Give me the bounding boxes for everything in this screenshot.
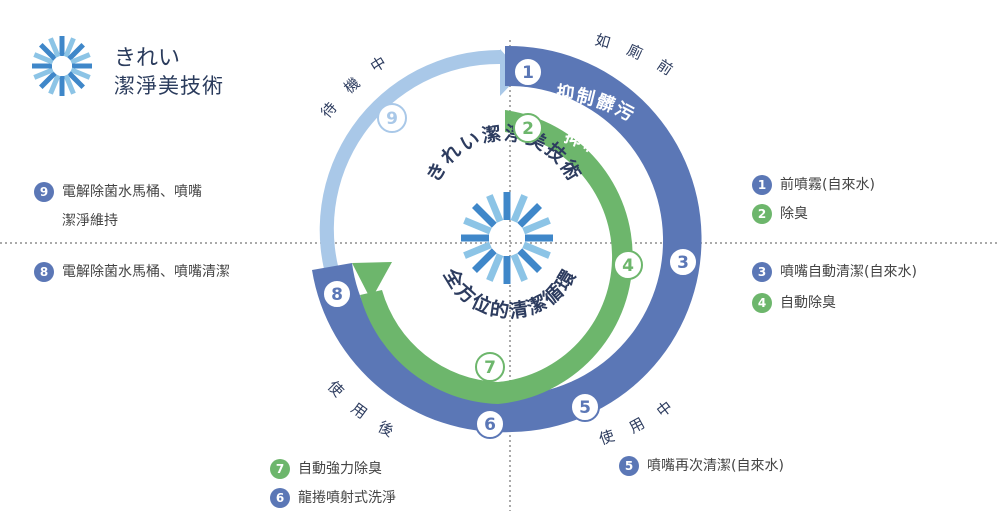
ring-step-badges: 1 2 3 4 5 6 7 8 9 xyxy=(322,57,698,439)
ring-badge-number: 3 xyxy=(677,253,689,273)
ring-badge-7: 7 xyxy=(475,352,505,382)
legend-badge-8: 8 xyxy=(34,262,54,282)
ring-badge-number: 6 xyxy=(484,415,496,435)
brand-sunburst-ray xyxy=(33,52,54,65)
center-sunburst-ray xyxy=(486,194,504,223)
center-sunburst-ray xyxy=(471,248,497,274)
center-sunburst-ray xyxy=(517,202,543,228)
center-sunburst-ray xyxy=(517,248,543,274)
brand-logo: きれい 潔淨美技術 xyxy=(28,30,258,102)
ring-badge-8: 8 xyxy=(322,279,352,309)
center-sunburst-ray xyxy=(510,194,528,223)
legend-badge-9: 9 xyxy=(34,182,54,202)
legend-text-9: 電解除菌水馬桶、噴嘴 xyxy=(62,184,202,200)
legend-text-4: 自動除臭 xyxy=(780,295,836,311)
center-sunburst-ray xyxy=(471,202,497,228)
legend-item-4: 4 自動除臭 xyxy=(752,292,836,314)
brand-sunburst-ray xyxy=(63,74,76,95)
legend-item-3: 3 噴嘴自動清潔(自來水) xyxy=(752,261,917,283)
legend-text-7: 自動強力除臭 xyxy=(298,461,382,477)
brand-sunburst-ray xyxy=(39,71,57,89)
ring-badge-2: 2 xyxy=(513,113,543,143)
ring-badge-number: 2 xyxy=(522,119,534,139)
center-sunburst-ray xyxy=(522,241,551,259)
legend-item-6: 6 龍捲噴射式洗淨 xyxy=(270,487,396,509)
ring-badge-number: 8 xyxy=(331,285,343,305)
green-arrow-head xyxy=(352,262,392,300)
legend-text-1: 前噴霧(自來水) xyxy=(780,177,875,193)
brand-sunburst-ray xyxy=(70,67,91,80)
brand-sunburst-ray xyxy=(67,43,85,61)
legend-badge-5: 5 xyxy=(619,456,639,476)
ring-badge-number: 1 xyxy=(522,63,534,83)
ring-badge-1: 1 xyxy=(513,57,543,87)
brand-sunburst-ray xyxy=(67,71,85,89)
legend-item-1: 1 前噴霧(自來水) xyxy=(752,174,875,196)
ring-badge-number: 7 xyxy=(484,358,496,378)
legend-text-5: 噴嘴再次清潔(自來水) xyxy=(647,458,784,474)
legend-item-5: 5 噴嘴再次清潔(自來水) xyxy=(619,455,784,477)
legend-item-2: 2 除臭 xyxy=(752,203,808,225)
legend-text-9-cont: 潔淨維持 xyxy=(62,213,118,229)
ring-badge-4: 4 xyxy=(613,250,643,280)
ring-badge-5: 5 xyxy=(570,392,600,422)
ring-badge-3: 3 xyxy=(668,247,698,277)
center-sunburst-ray xyxy=(522,217,551,235)
center-sunburst-ray xyxy=(486,253,504,282)
legend-badge-6: 6 xyxy=(270,488,290,508)
center-sunburst-logo xyxy=(461,192,553,284)
brand-sunburst-ray xyxy=(33,67,54,80)
center-sunburst-ray xyxy=(463,241,492,259)
brand-sunburst-ray xyxy=(63,37,76,58)
legend-badge-4: 4 xyxy=(752,293,772,313)
brand-name: きれい xyxy=(114,46,181,71)
ring-badge-9: 9 xyxy=(377,103,407,133)
brand-sunburst-ray xyxy=(39,43,57,61)
brand-sunburst-ray xyxy=(70,52,91,65)
legend-item-7: 7 自動強力除臭 xyxy=(270,458,382,480)
ring-badge-6: 6 xyxy=(475,409,505,439)
center-sunburst-ray xyxy=(463,217,492,235)
center-sunburst-ray xyxy=(510,253,528,282)
legend-badge-1: 1 xyxy=(752,175,772,195)
legend-badge-3: 3 xyxy=(752,262,772,282)
before-during-ring-segment xyxy=(505,45,702,433)
ring-badge-number: 5 xyxy=(579,398,591,418)
ring-badge-number: 4 xyxy=(622,256,634,276)
legend-text-6: 龍捲噴射式洗淨 xyxy=(298,490,396,506)
legend-item-9: 9 電解除菌水馬桶、噴嘴 xyxy=(34,181,202,203)
legend-item-8: 8 電解除菌水馬桶、噴嘴清潔 xyxy=(34,261,230,283)
legend-badge-7: 7 xyxy=(270,459,290,479)
legend-badge-2: 2 xyxy=(752,204,772,224)
legend-text-8: 電解除菌水馬桶、噴嘴清潔 xyxy=(62,264,230,280)
legend-text-2: 除臭 xyxy=(780,206,808,222)
brand-subtitle: 潔淨美技術 xyxy=(114,74,224,98)
brand-sunburst-ray xyxy=(48,37,61,58)
ring-badge-number: 9 xyxy=(386,109,398,129)
brand-sunburst-ray xyxy=(48,74,61,95)
brand-sunburst-icon xyxy=(32,36,92,96)
legend-text-3: 噴嘴自動清潔(自來水) xyxy=(780,264,917,280)
